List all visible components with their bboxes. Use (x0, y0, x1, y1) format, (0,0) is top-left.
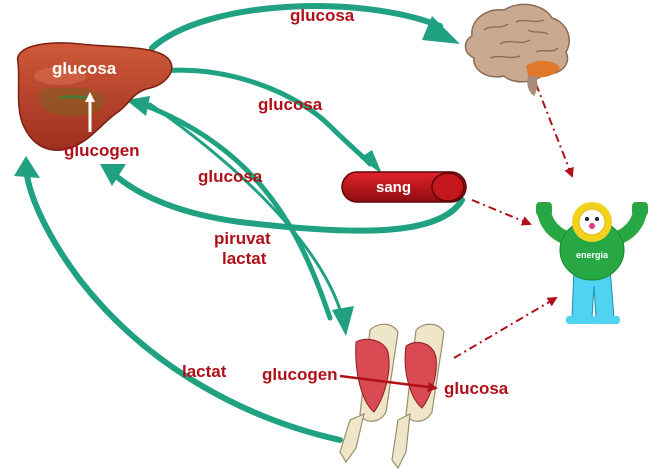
label-liver-glucogen: glucogen (64, 141, 140, 160)
label-lactat-mid: lactat (222, 249, 267, 268)
arrow-muscle-lactat-to-liver (14, 156, 340, 440)
brain-icon (466, 4, 570, 96)
dashed-arrow-muscle-to-energy (454, 298, 556, 358)
sun-head (572, 202, 612, 242)
label-muscle-glucosa: glucosa (444, 379, 509, 398)
label-glucosa-left: glucosa (198, 167, 263, 186)
arm-muscles-icon (340, 324, 444, 468)
dashed-arrow-blood-to-energy (472, 200, 530, 224)
label-muscle-glucogen: glucogen (262, 365, 338, 384)
label-sang: sang (376, 179, 411, 196)
label-glucosa-mid: glucosa (258, 95, 323, 114)
label-piruvat: piruvat (214, 229, 271, 248)
label-lactat-left: lactat (182, 362, 227, 381)
label-glucosa-top: glucosa (290, 6, 355, 25)
arrow-glucosa-to-liver (126, 96, 330, 318)
energy-figure-icon (536, 202, 648, 324)
label-liver-glucosa: glucosa (52, 59, 117, 78)
dashed-arrow-brain-to-energy (536, 84, 572, 176)
label-energia: energia (576, 250, 609, 260)
